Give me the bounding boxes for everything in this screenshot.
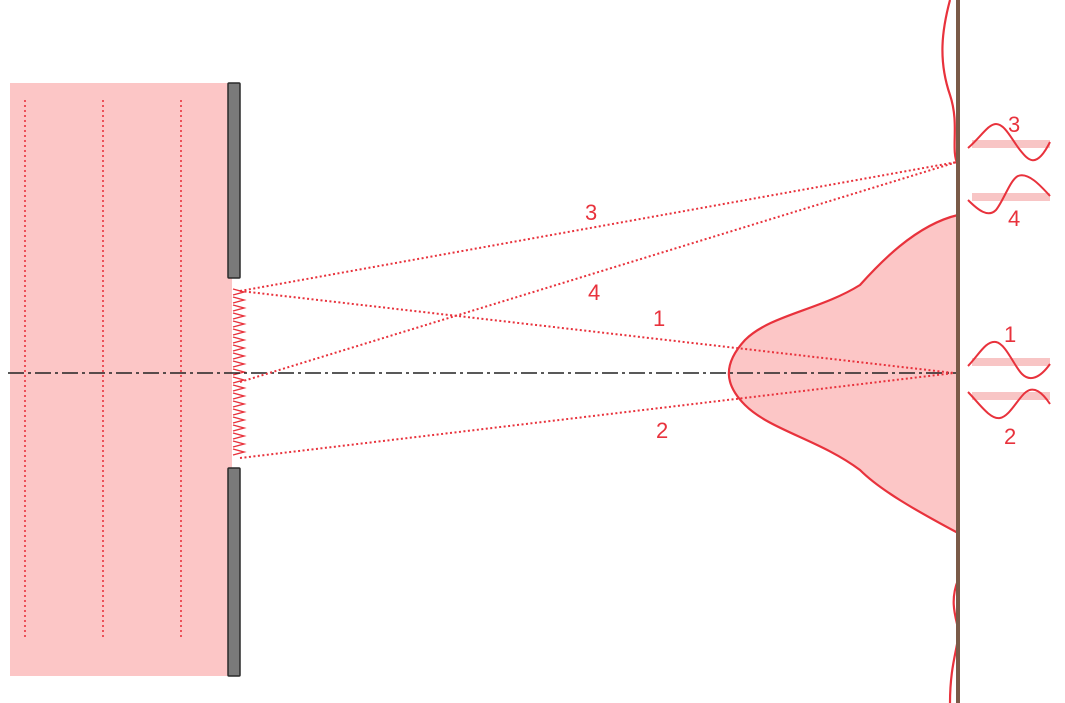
wave-label-3: 3: [1008, 112, 1020, 137]
wave-label-2: 2: [1004, 424, 1016, 449]
secondary-source-marker: [232, 384, 247, 392]
secondary-source-marker: [232, 320, 247, 328]
wave-label-1: 1: [1004, 322, 1016, 347]
ray-label-2: 2: [656, 418, 668, 443]
secondary-source-marker: [232, 448, 247, 456]
secondary-source-marker: [232, 312, 247, 320]
screen: [956, 0, 960, 703]
secondary-source-marker: [232, 416, 247, 424]
secondary-source-marker: [232, 288, 247, 296]
barrier-bottom: [227, 467, 241, 677]
ray-2: [239, 372, 955, 459]
secondary-source-marker: [232, 392, 247, 400]
secondary-source-marker: [232, 432, 247, 440]
wave-1: [967, 340, 1051, 380]
incident-light-beam: [10, 83, 232, 676]
wave-2: [967, 388, 1051, 420]
ray-1: [239, 290, 955, 374]
intensity-pattern-fill: [728, 215, 958, 533]
wave-label-4: 4: [1008, 206, 1020, 231]
secondary-source-marker: [232, 328, 247, 336]
secondary-source-marker: [232, 304, 247, 312]
secondary-source-marker: [232, 376, 247, 384]
secondary-source-marker: [232, 408, 247, 416]
secondary-source-marker: [232, 336, 247, 344]
secondary-source-marker: [232, 440, 247, 448]
secondary-source-marker: [232, 424, 247, 432]
wave-4: [967, 174, 1051, 215]
secondary-source-marker: [232, 352, 247, 360]
wave-band: [972, 392, 1050, 400]
secondary-source-marker: [232, 400, 247, 408]
secondary-source-marker: [232, 360, 247, 368]
ray-label-3: 3: [585, 200, 597, 225]
slit-secondary-sources: [232, 288, 247, 456]
secondary-source-marker: [232, 368, 247, 376]
wave-3: [967, 122, 1051, 162]
secondary-source-marker: [232, 344, 247, 352]
ray-label-1: 1: [653, 306, 665, 331]
barrier-top: [227, 82, 241, 279]
wave-band: [972, 193, 1050, 201]
ray-4: [239, 161, 958, 383]
wave-band: [972, 140, 1050, 148]
wave-band: [972, 358, 1050, 366]
secondary-source-marker: [232, 296, 247, 304]
ray-label-4: 4: [588, 280, 600, 305]
